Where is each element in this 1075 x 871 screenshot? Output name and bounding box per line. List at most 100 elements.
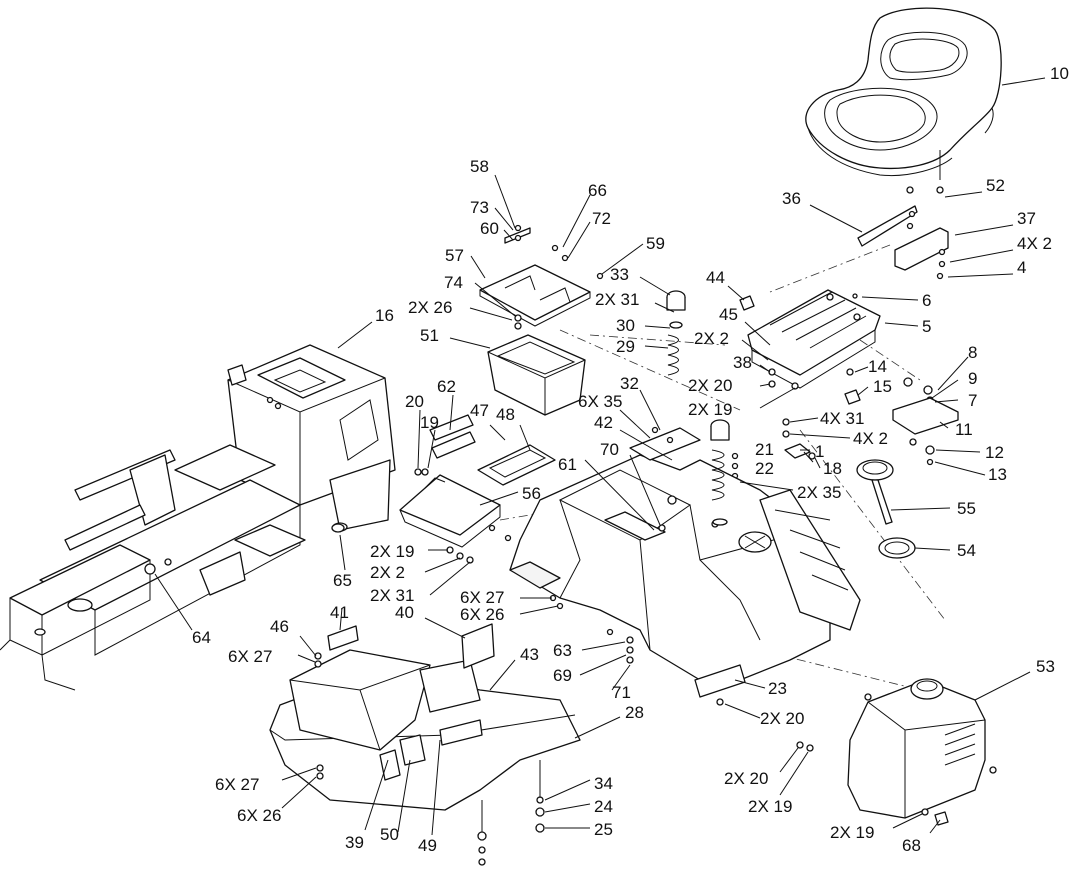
callout-2x19-c: 2X 19 bbox=[748, 797, 792, 816]
fuel-tank bbox=[796, 678, 997, 826]
callout-6: 6 bbox=[922, 291, 931, 310]
callout-16: 16 bbox=[375, 306, 394, 325]
callout-labels: 10 52 36 37 4X 2 4 6 5 44 45 2X 2 38 2X … bbox=[192, 64, 1069, 855]
seat bbox=[805, 7, 1002, 194]
callout-55: 55 bbox=[957, 499, 976, 518]
callout-2x19: 2X 19 bbox=[688, 400, 732, 419]
callout-8: 8 bbox=[968, 343, 977, 362]
callout-61: 61 bbox=[558, 455, 577, 474]
callout-69: 69 bbox=[553, 666, 572, 685]
callout-2x2: 2X 2 bbox=[694, 329, 729, 348]
assembly-lines bbox=[499, 244, 946, 691]
callout-28: 28 bbox=[625, 703, 644, 722]
callout-9: 9 bbox=[968, 369, 977, 388]
callout-36: 36 bbox=[782, 189, 801, 208]
footrest-platform bbox=[269, 594, 724, 866]
callout-40: 40 bbox=[395, 603, 414, 622]
callout-30: 30 bbox=[616, 316, 635, 335]
callout-11: 11 bbox=[955, 420, 973, 439]
chute-plate bbox=[399, 468, 512, 564]
fender-body bbox=[509, 426, 861, 698]
decals bbox=[429, 414, 556, 486]
callout-24: 24 bbox=[594, 797, 613, 816]
callout-53: 53 bbox=[1036, 657, 1055, 676]
callout-41: 41 bbox=[330, 603, 349, 622]
battery-lid bbox=[479, 224, 604, 330]
callout-18: 18 bbox=[823, 459, 842, 478]
callout-15: 15 bbox=[873, 377, 892, 396]
callout-2x19-d: 2X 19 bbox=[830, 823, 874, 842]
callout-59: 59 bbox=[646, 234, 665, 253]
leader-lines bbox=[154, 77, 1046, 836]
callout-57: 57 bbox=[445, 246, 464, 265]
seat-springs bbox=[666, 290, 730, 526]
callout-13: 13 bbox=[988, 465, 1007, 484]
callout-49: 49 bbox=[418, 836, 437, 855]
callout-34: 34 bbox=[594, 774, 613, 793]
callout-2x20-b: 2X 20 bbox=[760, 709, 804, 728]
callout-2x20-c: 2X 20 bbox=[724, 769, 768, 788]
callout-23: 23 bbox=[768, 679, 787, 698]
frame bbox=[0, 344, 396, 691]
callout-52: 52 bbox=[986, 176, 1005, 195]
callout-2x26: 2X 26 bbox=[408, 298, 452, 317]
callout-38: 38 bbox=[733, 353, 752, 372]
callout-10: 10 bbox=[1050, 64, 1069, 83]
callout-2x31: 2X 31 bbox=[595, 290, 639, 309]
callout-45: 45 bbox=[719, 305, 738, 324]
callout-20: 20 bbox=[405, 392, 424, 411]
callout-14: 14 bbox=[868, 357, 887, 376]
callout-63: 63 bbox=[553, 641, 572, 660]
callout-37: 37 bbox=[1017, 209, 1036, 228]
callout-5: 5 bbox=[922, 317, 931, 336]
seat-rail bbox=[857, 205, 949, 280]
callout-6x26: 6X 26 bbox=[460, 605, 504, 624]
callout-6x27-c: 6X 27 bbox=[215, 775, 259, 794]
callout-32: 32 bbox=[620, 374, 639, 393]
callout-47: 47 bbox=[470, 401, 489, 420]
battery-tray bbox=[487, 334, 586, 416]
callout-6x27-b: 6X 27 bbox=[228, 647, 272, 666]
callout-51: 51 bbox=[420, 326, 439, 345]
callout-42: 42 bbox=[594, 413, 613, 432]
callout-25: 25 bbox=[594, 820, 613, 839]
callout-66: 66 bbox=[588, 181, 607, 200]
callout-54: 54 bbox=[957, 541, 976, 560]
callout-65: 65 bbox=[333, 571, 352, 590]
callout-72: 72 bbox=[592, 209, 611, 228]
callout-48: 48 bbox=[496, 405, 515, 424]
grommets bbox=[144, 523, 345, 575]
callout-4x31: 4X 31 bbox=[820, 409, 864, 428]
callout-12: 12 bbox=[985, 443, 1004, 462]
callout-4x2: 4X 2 bbox=[1017, 234, 1052, 253]
seat-plate bbox=[739, 289, 881, 390]
callout-62: 62 bbox=[437, 377, 456, 396]
callout-6x35: 6X 35 bbox=[578, 392, 622, 411]
callout-71: 71 bbox=[612, 683, 631, 702]
callout-7: 7 bbox=[968, 391, 977, 410]
callout-19: 19 bbox=[420, 413, 439, 432]
callout-68: 68 bbox=[902, 836, 921, 855]
callout-50: 50 bbox=[380, 825, 399, 844]
callout-22: 22 bbox=[755, 459, 774, 478]
callout-33: 33 bbox=[610, 265, 629, 284]
callout-43: 43 bbox=[520, 645, 539, 664]
callout-4: 4 bbox=[1017, 258, 1026, 277]
callout-39: 39 bbox=[345, 833, 364, 852]
callout-74: 74 bbox=[444, 273, 463, 292]
callout-1: 1 bbox=[815, 442, 824, 461]
seat-switch-parts bbox=[731, 368, 959, 480]
callout-70: 70 bbox=[600, 440, 619, 459]
callout-60: 60 bbox=[480, 219, 499, 238]
fuel-cap bbox=[856, 459, 916, 559]
callout-21: 21 bbox=[755, 440, 774, 459]
callout-2x20: 2X 20 bbox=[688, 376, 732, 395]
callout-6x27: 6X 27 bbox=[460, 588, 504, 607]
callout-56: 56 bbox=[522, 484, 541, 503]
callout-2x35: 2X 35 bbox=[797, 483, 841, 502]
callout-4x2-b: 4X 2 bbox=[853, 429, 888, 448]
callout-6x26-b: 6X 26 bbox=[237, 806, 281, 825]
callout-73: 73 bbox=[470, 198, 489, 217]
